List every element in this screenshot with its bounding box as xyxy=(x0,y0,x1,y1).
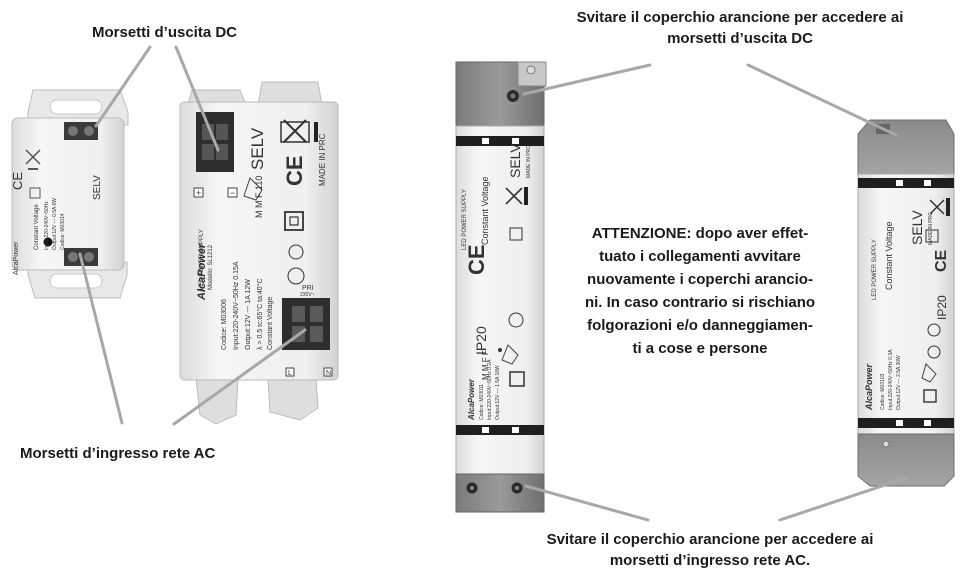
caption-top-right-line1: Svitare il coperchio arancione per acced… xyxy=(576,9,904,26)
caption-top-right-line2: morsetti d’uscita DC xyxy=(667,30,813,47)
caption-bottom-right-line2: morsetti d’ingresso rete AC. xyxy=(609,552,811,569)
small-power-supply: Constant Voltage Input:220-240V~50Hz Out… xyxy=(10,89,129,299)
warning-line: nuovamente i coperchi arancio- xyxy=(587,271,813,288)
center-power-supply: + − SELV CE MADE IN PRC M M F 110 AlcaPo… xyxy=(179,81,339,425)
svg-text:CE: CE xyxy=(10,172,25,190)
mid-input: Input:220-240V~50Hz 0.2A xyxy=(487,359,493,420)
center-led-power-supply: LED POWER SUPPLY xyxy=(199,229,205,290)
svg-text:CE: CE xyxy=(933,249,950,272)
warning-line: ti a cose e persone xyxy=(632,340,768,357)
callout-ac-right-b xyxy=(778,476,908,522)
svg-text:Input:220-240V~50Hz: Input:220-240V~50Hz xyxy=(44,201,50,250)
callout-dc-left-b xyxy=(174,45,220,152)
right-codice: Codice: M03103 xyxy=(880,373,886,410)
right-output: Output:12V --- 2.5A 30W xyxy=(896,355,902,410)
right-power-supply: LED POWER SUPPLY Constant Voltage SELV M… xyxy=(857,119,955,487)
callout-dc-right-b xyxy=(746,63,898,137)
svg-text:M M F F: M M F F xyxy=(481,350,490,380)
center-made-in: MADE IN PRC xyxy=(318,133,327,186)
mid-led-power-supply: LED POWER SUPPLY xyxy=(462,189,468,250)
mid-constant-voltage: Constant Voltage xyxy=(480,176,490,245)
svg-text:CE: CE xyxy=(464,244,489,275)
mid-codice: Codice: M03011 xyxy=(479,384,485,420)
center-minus: − xyxy=(230,188,235,198)
center-pri-voltage: 230V~ xyxy=(300,292,315,298)
caption-top-right: Svitare il coperchio arancione per acced… xyxy=(520,7,960,49)
center-plus: + xyxy=(196,188,201,198)
right-input: Input:220-240V~50Hz 0.3A xyxy=(888,349,894,410)
long-power-supply: LED POWER SUPPLY Constant Voltage SELV M… xyxy=(455,61,547,513)
svg-text:CE: CE xyxy=(282,155,307,186)
center-pri: PRI xyxy=(302,285,314,292)
mid-made-in: MADE IN PRC xyxy=(526,145,532,178)
right-led-power-supply: LED POWER SUPPLY xyxy=(872,239,878,300)
svg-text:Codice: M03014: Codice: M03014 xyxy=(60,213,66,250)
caption-bottom-right: Svitare il coperchio arancione per acced… xyxy=(490,529,930,571)
mid-brand: AlcaPower xyxy=(467,378,476,421)
mid-output: Output:12V --- 1.5A 18W xyxy=(495,365,501,420)
svg-text:M M F 110: M M F 110 xyxy=(254,176,264,218)
mid-ip20: IP20 xyxy=(473,326,489,355)
center-model: Modello: SL1212 xyxy=(208,244,214,290)
center-codice: Codice: M03006 xyxy=(221,299,228,350)
caption-dc-output-left: Morsetti d’uscita DC xyxy=(92,24,238,41)
callout-dc-left-a xyxy=(94,45,152,128)
center-input: Input:220-240V~50Hz 0.15A xyxy=(233,261,240,350)
callout-dc-right-a xyxy=(522,63,652,96)
callout-ac-left-b xyxy=(172,328,307,426)
caption-ac-input-left: Morsetti d’ingresso rete AC xyxy=(20,445,216,462)
center-constant-voltage: Constant Voltage xyxy=(267,297,274,350)
center-l: L xyxy=(288,370,292,377)
warning-line: folgorazioni e/o danneggiamen- xyxy=(587,317,813,334)
callout-ac-left-a xyxy=(78,252,124,425)
callout-ac-right-a xyxy=(524,484,650,522)
right-brand: AlcaPower xyxy=(864,363,874,411)
center-selv: SELV xyxy=(248,127,267,170)
center-temp: λ > 0.5 tc:65°C ta:40°C xyxy=(256,278,264,350)
right-constant-voltage: Constant Voltage xyxy=(884,221,894,290)
warning-line: ni. In caso contrario si rischiano xyxy=(584,294,816,311)
right-ip20: IP20 xyxy=(935,295,949,320)
warning-line: tuato i collegamenti avvitare xyxy=(599,248,801,265)
warning-line: ATTENZIONE: dopo aver effet- xyxy=(591,225,809,242)
callout-lines xyxy=(78,45,908,522)
right-selv: SELV xyxy=(909,210,925,245)
center-brand: AlcaPower xyxy=(196,243,208,301)
caption-bottom-right-line1: Svitare il coperchio arancione per acced… xyxy=(546,531,874,548)
center-output: Output:12V --- 1A 12W xyxy=(245,279,252,350)
svg-text:AlcaPower: AlcaPower xyxy=(13,241,20,275)
center-n: N xyxy=(326,370,331,377)
svg-text:SELV: SELV xyxy=(92,175,103,200)
svg-text:Output:12V --- 0.5A 6W: Output:12V --- 0.5A 6W xyxy=(52,198,58,250)
right-made-in: MADE IN PRC xyxy=(928,212,934,245)
mid-selv: SELV xyxy=(507,143,523,178)
svg-text:Constant Voltage: Constant Voltage xyxy=(34,204,40,250)
warning-note: ATTENZIONE: dopo aver effet- tuato i col… xyxy=(570,222,830,360)
